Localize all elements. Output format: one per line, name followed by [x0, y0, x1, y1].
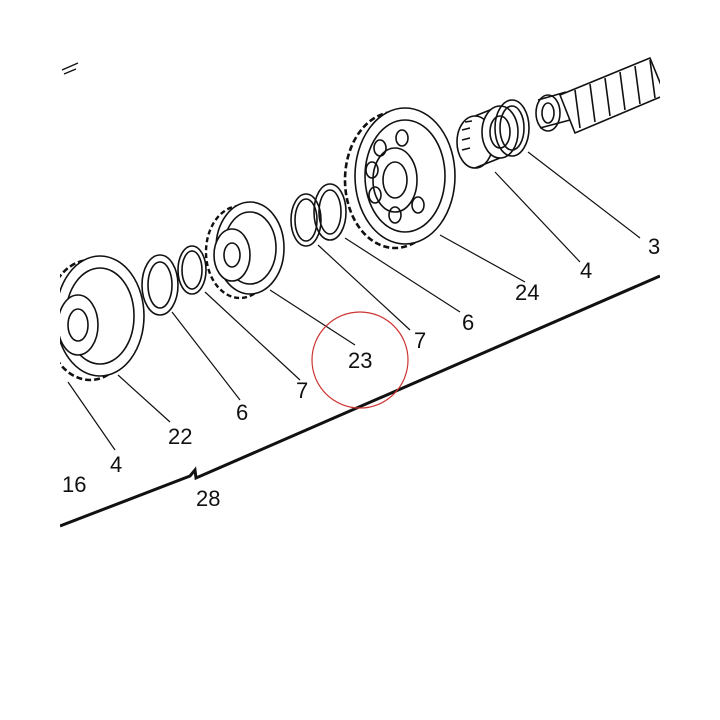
needle-bearing-top — [456, 105, 519, 169]
callout-6-left: 6 — [236, 400, 249, 425]
callout-24: 24 — [515, 280, 540, 305]
gear-23 — [204, 201, 285, 300]
highlight-circle — [311, 311, 409, 409]
callout-23: 23 — [348, 348, 373, 373]
gear-22 — [60, 255, 145, 382]
leader-lines — [67, 151, 641, 451]
callout-6-right: 6 — [462, 310, 475, 335]
circlip-7-right — [290, 193, 322, 247]
assembly-line-28 — [60, 274, 660, 528]
circlip-7-left — [177, 245, 207, 295]
callout-7-right: 7 — [414, 328, 427, 353]
callout-16: 16 — [62, 472, 87, 497]
corner-mark — [61, 62, 79, 75]
splined-shaft-end — [535, 56, 660, 135]
washer-6-left — [141, 254, 179, 316]
callout-22: 22 — [168, 424, 193, 449]
callout-28: 28 — [196, 486, 221, 511]
callout-3: 3 — [648, 234, 661, 259]
callout-4-left: 4 — [110, 452, 123, 477]
callout-4-top: 4 — [580, 258, 593, 283]
thrust-washer-top — [494, 99, 530, 157]
washer-6-right — [313, 183, 347, 241]
callout-7-left: 7 — [296, 378, 309, 403]
gear-24 — [343, 107, 456, 250]
